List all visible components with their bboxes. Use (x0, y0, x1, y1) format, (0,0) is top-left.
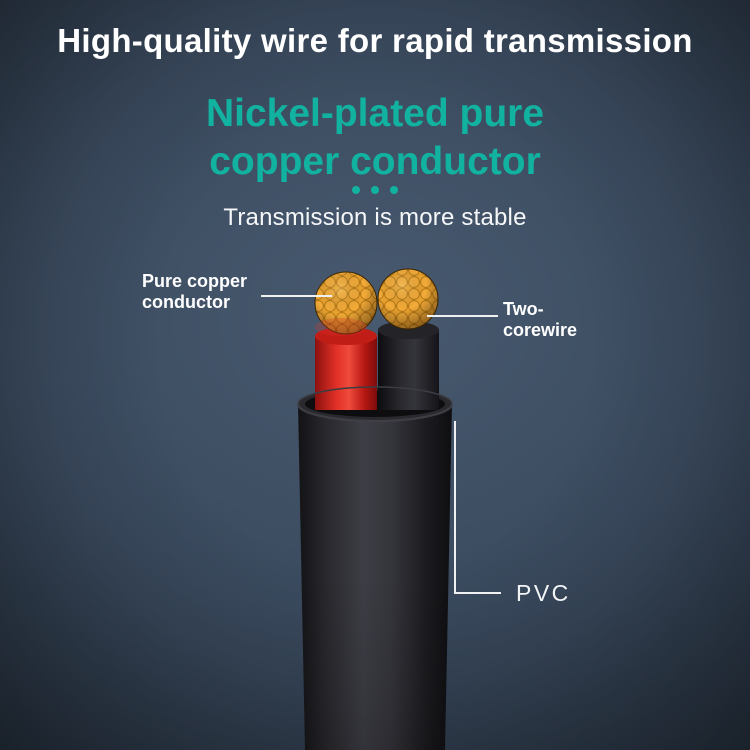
callout-two-core-line-2: corewire (503, 320, 578, 340)
leader-line-pure-copper (261, 295, 332, 297)
callout-pvc: PVC (516, 580, 571, 606)
jacket-rim-outline (297, 386, 453, 422)
leader-line-pvc-vertical (454, 421, 456, 593)
leader-line-two-core (427, 315, 498, 317)
accent-dots (0, 186, 750, 194)
callout-pure-copper-line-2: conductor (142, 292, 230, 312)
jacket-body (298, 404, 452, 750)
callout-pure-copper-line-1: Pure copper (142, 271, 248, 291)
wire-right-black (377, 268, 439, 410)
wire-left-red (314, 271, 378, 410)
subtitle-line-1: Nickel-plated pure (205, 92, 545, 135)
dot-icon (352, 186, 360, 194)
callout-pure-copper: Pure copper conductor (142, 271, 247, 313)
subtitle: Nickel-plated pure copper conductor (0, 90, 750, 186)
tagline: Transmission is more stable (223, 204, 527, 231)
callout-two-core-line-1: Two- (503, 299, 544, 319)
headline: High-quality wire for rapid transmission (57, 22, 693, 59)
dot-icon (390, 186, 398, 194)
callout-two-core: Two- corewire (503, 299, 577, 341)
leader-line-pvc-horizontal (454, 592, 501, 594)
dot-icon (371, 186, 379, 194)
subtitle-line-2: copper conductor (209, 140, 541, 183)
